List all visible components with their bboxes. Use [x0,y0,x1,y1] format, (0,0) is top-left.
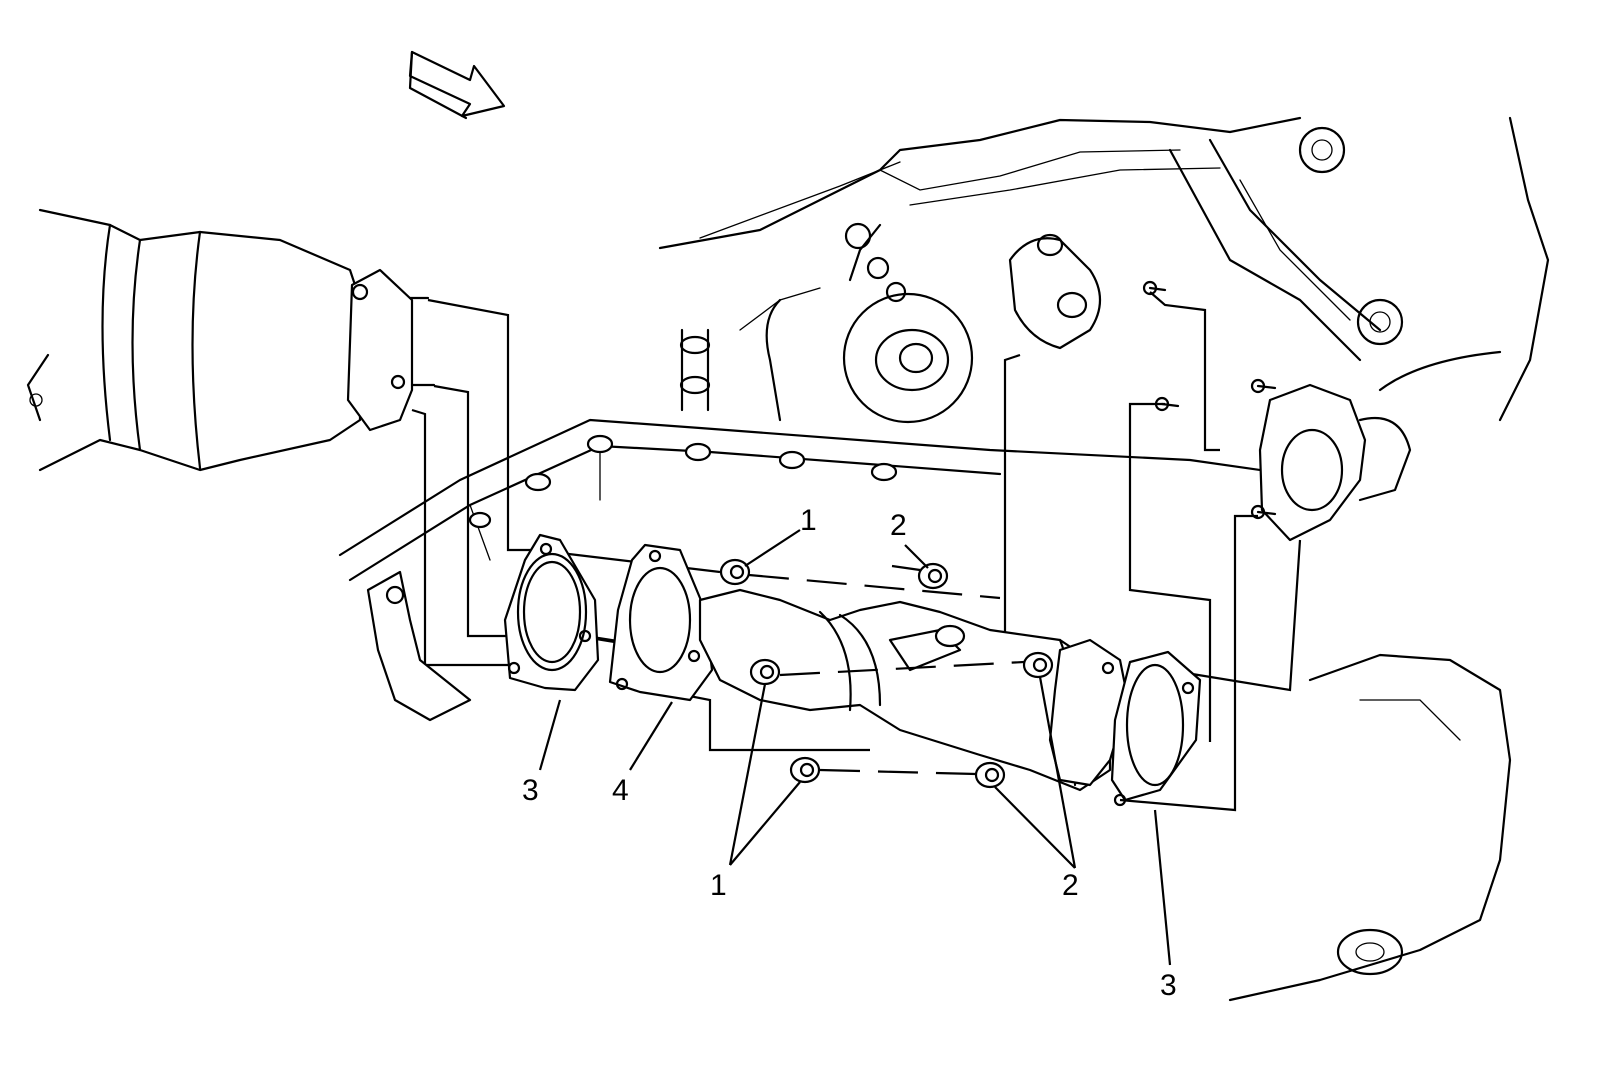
oil-pan-rail [338,418,1332,582]
callout-nut-bottom-1: 1 [710,869,727,902]
converter-outlet-flange [1048,638,1130,787]
direction-arrow-icon [408,50,506,120]
engine-block [658,116,1550,424]
catalytic-converter [698,588,1112,792]
stud-icon [1142,280,1277,520]
callout-gasket-right-3: 3 [1160,969,1177,1002]
left-down-pipe [366,570,472,722]
transmission-case [1228,653,1512,1002]
gasket-right [1110,650,1202,807]
nut-icon [719,558,1054,789]
left-exhaust-pipe [26,208,362,472]
callout-gasket-4: 4 [612,774,629,807]
gasket-left [503,533,600,692]
callout-gasket-left-3: 3 [522,774,539,807]
left-flange [346,268,436,432]
callout-labels: 1 2 3 4 1 2 3 [522,504,1177,1002]
gasket-4 [608,543,714,702]
stud-dash-lines [748,564,1025,776]
callout-nut-top-2: 2 [890,509,907,542]
callout-nut-top-1: 1 [800,504,817,537]
callout-nut-bottom-2: 2 [1062,869,1079,902]
right-flange [1258,383,1412,542]
pan-bolt-icon [468,434,898,529]
leader-lines [538,529,1172,966]
